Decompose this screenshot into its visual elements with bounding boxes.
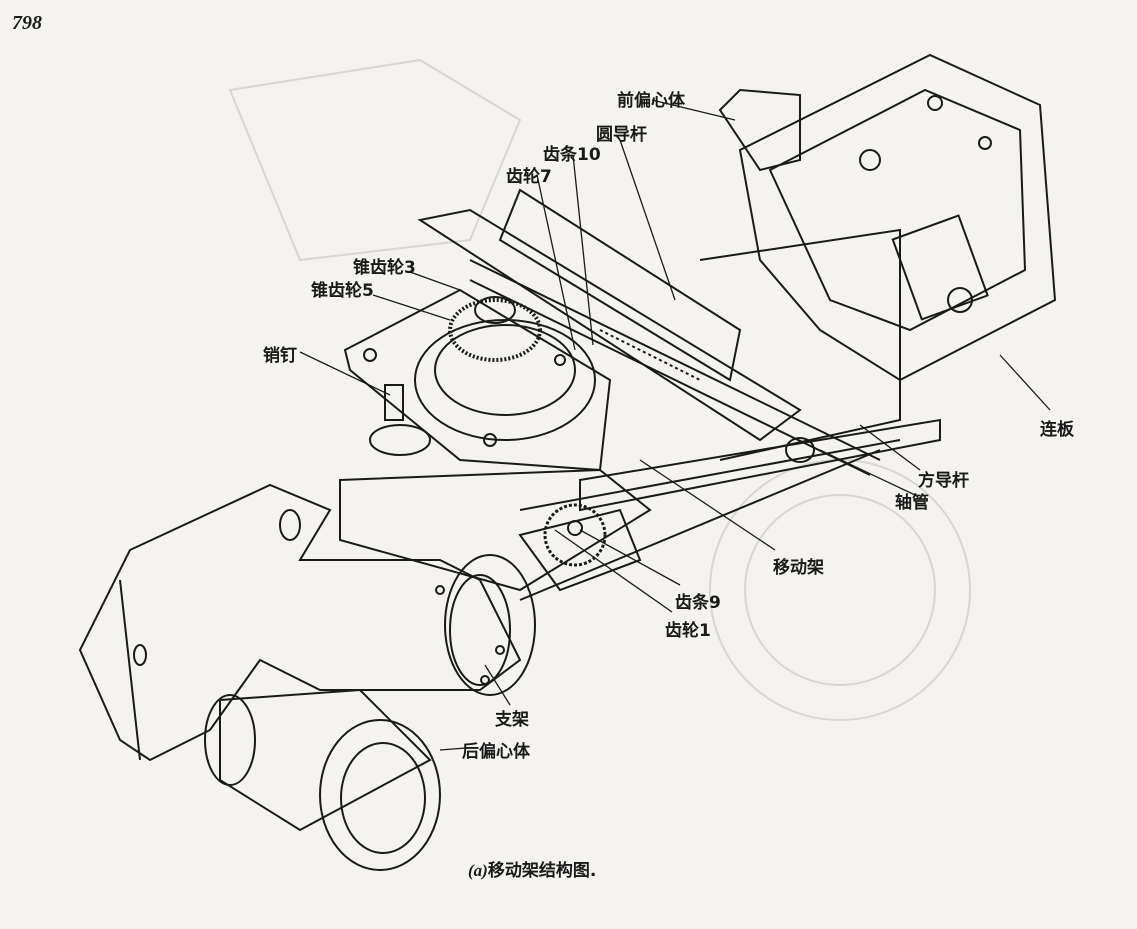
caption-text: 移动架结构图.: [487, 861, 597, 881]
label-bracket: 支架: [495, 710, 529, 730]
bracket-rear-eccentric: [78, 483, 536, 871]
guide-rods: [417, 188, 941, 601]
pin: [369, 384, 431, 456]
label-link-plate: 连板: [1040, 420, 1074, 440]
label-gear-1: 齿轮1: [665, 621, 711, 641]
front-housing: [718, 53, 1057, 382]
label-round-guide-rod: 圆导杆: [596, 125, 647, 145]
label-rack-9: 齿条9: [675, 593, 721, 613]
label-bevel-gear-3: 锥齿轮3: [353, 258, 416, 278]
label-front-eccentric: 前偏心体: [617, 91, 685, 111]
caption-prefix: (a): [468, 861, 488, 880]
label-square-guide-rod: 方导杆: [918, 471, 969, 491]
label-bevel-gear-5: 锥齿轮5: [311, 281, 374, 301]
label-moving-frame: 移动架: [773, 558, 824, 578]
page-number: 798: [12, 12, 42, 34]
figure-caption: (a)移动架结构图.: [468, 856, 596, 881]
lower-gear-rack: [339, 468, 652, 592]
label-gear-7: 齿轮7: [506, 167, 552, 187]
label-pin: 销钉: [263, 346, 297, 366]
label-rack-10: 齿条10: [543, 145, 601, 165]
leader-lines: [299, 99, 1051, 751]
label-rear-eccentric: 后偏心体: [462, 742, 530, 762]
label-shaft-tube: 轴管: [895, 493, 929, 513]
